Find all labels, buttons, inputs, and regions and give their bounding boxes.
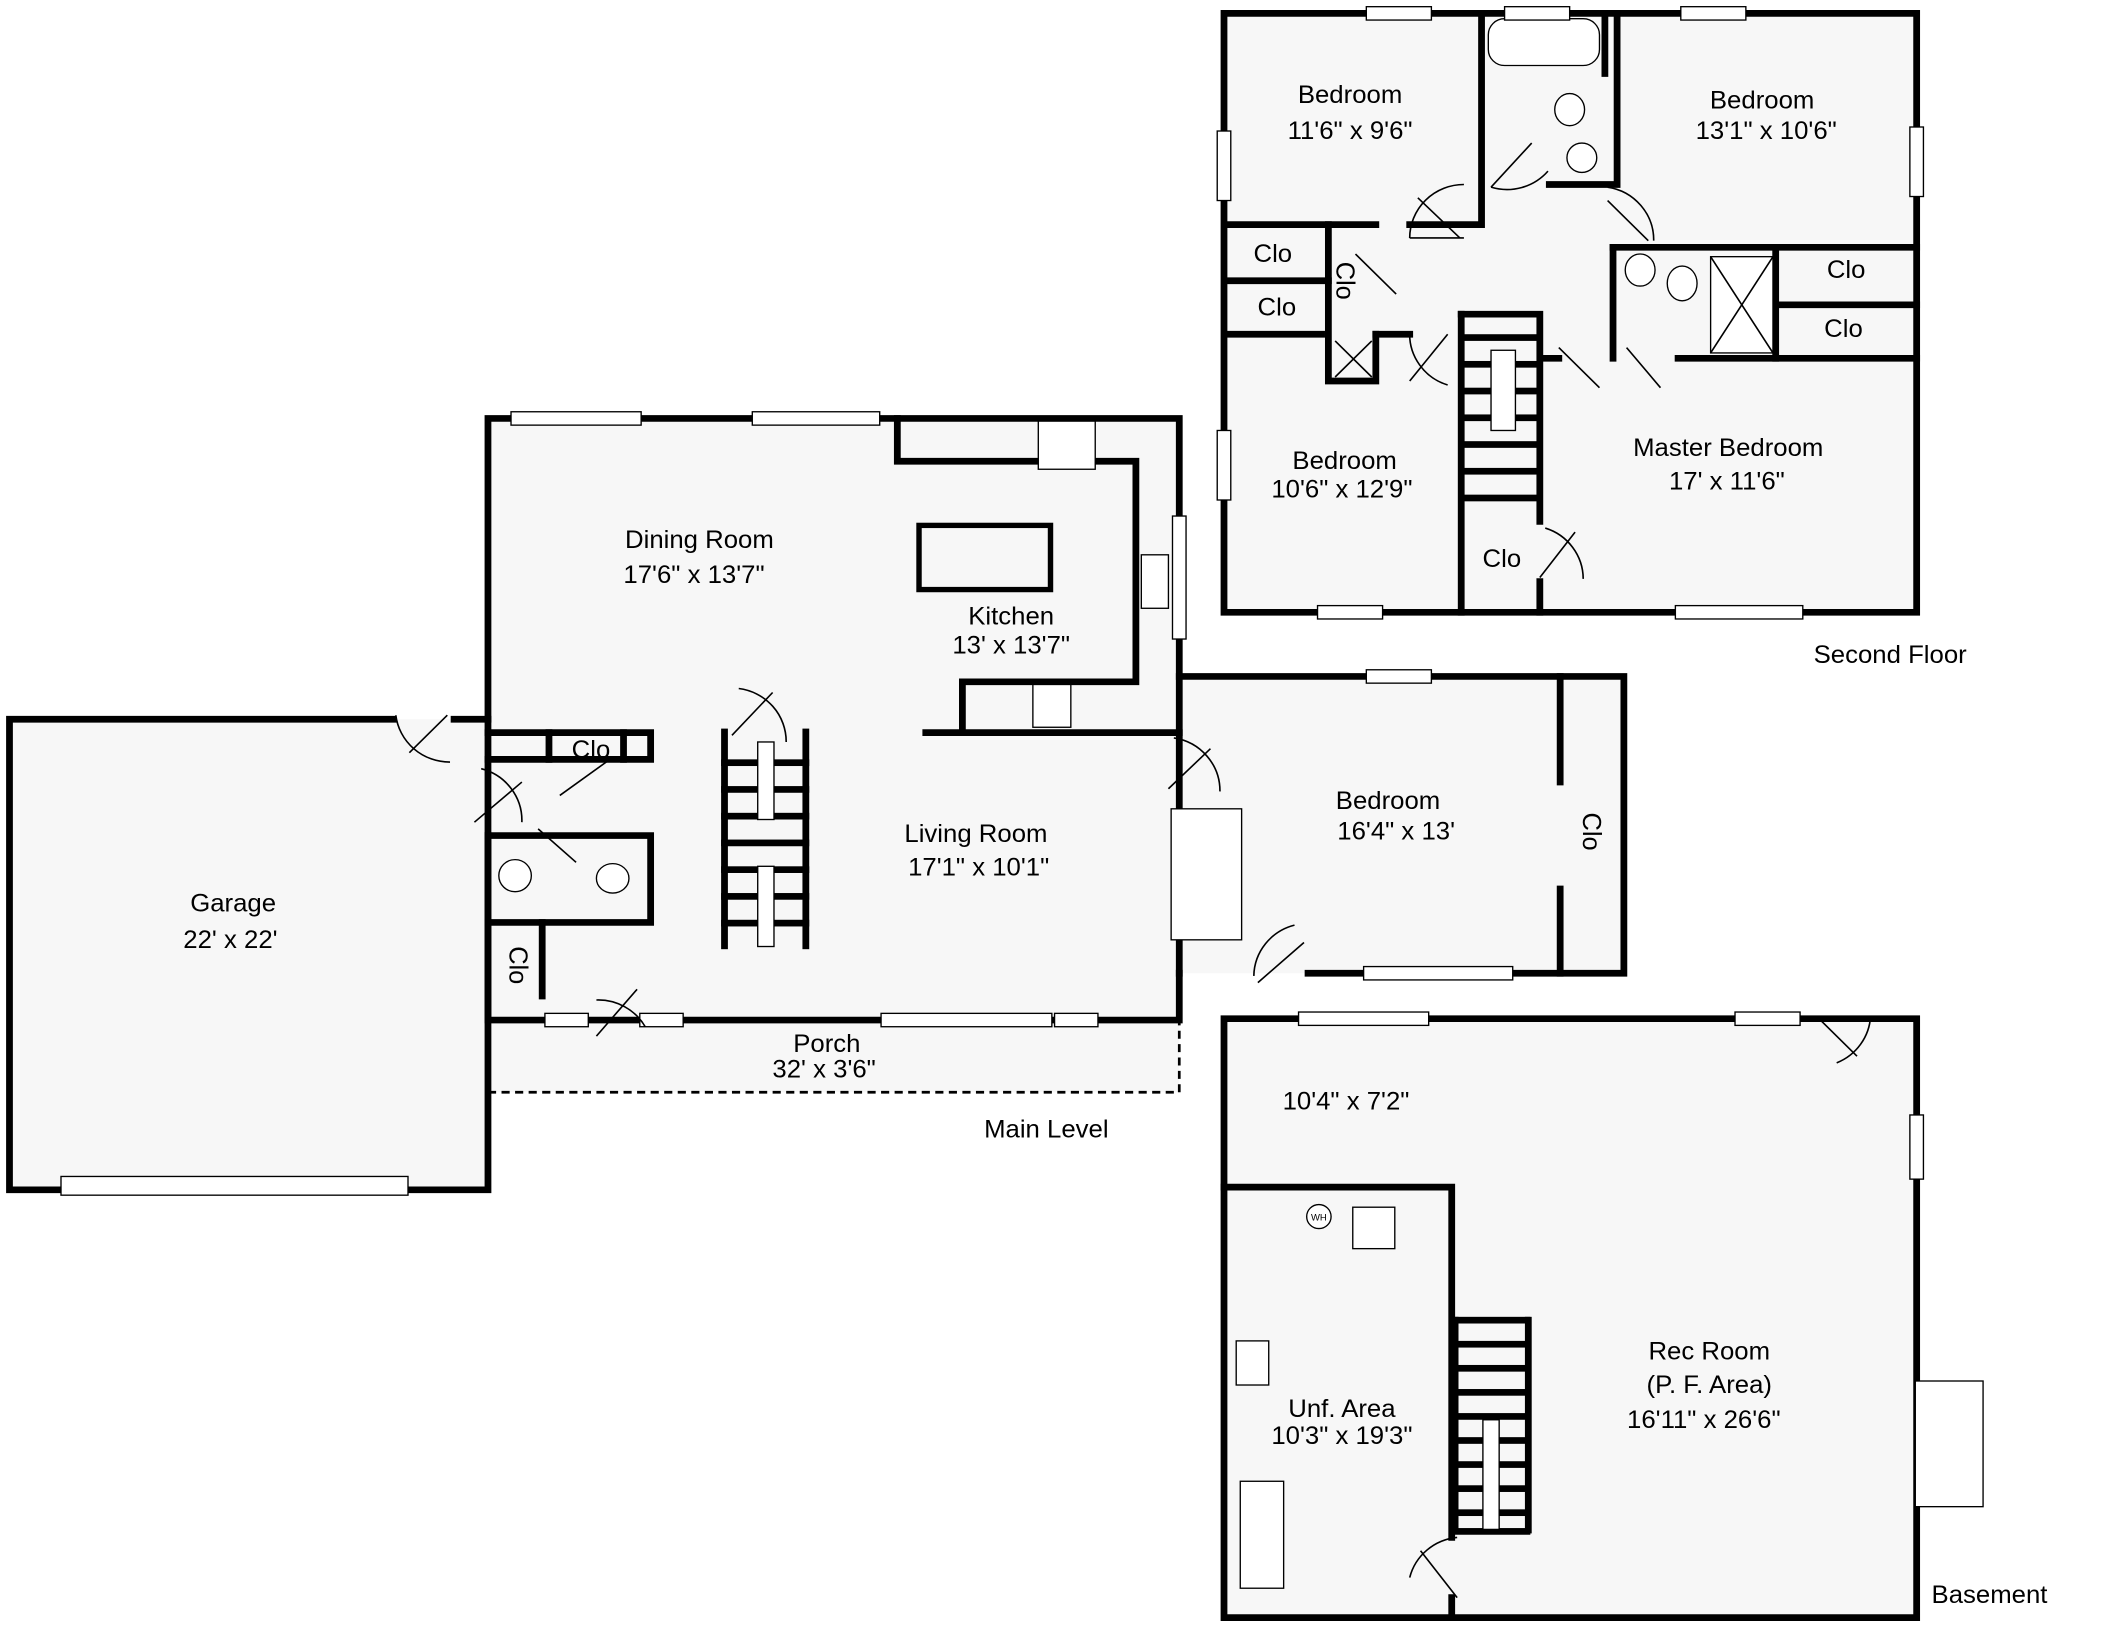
water-heater-icon — [1306, 1203, 1332, 1230]
main-level: Dining Room 17'6" x 13'7" Kitchen 13' x … — [6, 411, 1628, 1196]
room-name: Master Bedroom — [1633, 434, 1823, 462]
bathtub — [1487, 18, 1601, 67]
room-size: 11'6" x 9'6" — [1288, 117, 1413, 145]
closet-label: Clo — [572, 736, 611, 764]
room-size: 16'11" x 26'6" — [1627, 1406, 1781, 1434]
washer-dryer — [1239, 1480, 1285, 1589]
room-name: Dining Room — [625, 526, 774, 554]
floor-label: Main Level — [984, 1116, 1108, 1144]
room-size: 17'1" x 10'1" — [908, 854, 1049, 882]
fireplace — [1914, 1380, 1984, 1508]
room-size: 17'6" x 13'7" — [623, 561, 764, 589]
main-stairs — [721, 728, 810, 950]
floor-label: Second Floor — [1814, 641, 1968, 669]
sink-icon — [1566, 142, 1598, 174]
room-size: 13'1" x 10'6" — [1696, 117, 1837, 145]
utility-sink — [1235, 1340, 1270, 1386]
closet-label: Clo — [1827, 256, 1866, 284]
second-floor-stairs — [1461, 334, 1540, 502]
toilet-icon — [595, 862, 630, 894]
toilet-icon — [1554, 92, 1586, 127]
room-name: Bedroom — [1336, 787, 1440, 815]
sink-icon — [1624, 253, 1656, 287]
room-name: Living Room — [904, 820, 1047, 848]
refrigerator — [1037, 420, 1096, 470]
room-name: Bedroom — [1298, 81, 1402, 109]
stove-icon — [1032, 683, 1072, 728]
closet-label: Clo — [1253, 240, 1292, 268]
basement: WH 10'4" x 7'2" Unf. Area 10'3" x 19'3" … — [1220, 1011, 2048, 1621]
room-size: 22' x 22' — [183, 926, 277, 954]
kitchen-sink — [1140, 554, 1170, 609]
room-name: Unf. Area — [1288, 1395, 1396, 1423]
room-name: Bedroom — [1710, 86, 1814, 114]
room-name: Rec Room — [1648, 1338, 1770, 1366]
kitchen-island — [916, 522, 1054, 593]
room-size: 13' x 13'7" — [952, 632, 1070, 660]
furnace — [1352, 1206, 1396, 1250]
closet-label: Clo — [504, 946, 532, 984]
room-size: 16'4" x 13' — [1337, 818, 1455, 846]
room-name: Garage — [190, 890, 276, 918]
water-heater-label: WH — [1311, 1212, 1327, 1223]
room-name: Kitchen — [968, 602, 1054, 630]
closet-label: Clo — [1258, 294, 1297, 322]
room-size: 32' x 3'6" — [772, 1056, 875, 1084]
porch-outline — [487, 1020, 1181, 1094]
toilet-icon — [1666, 265, 1698, 302]
room-size: 10'6" x 12'9" — [1271, 475, 1412, 503]
room-size: 17' x 11'6" — [1669, 467, 1785, 495]
second-floor: Bedroom 11'6" x 9'6" Bedroom 13'1" x 10'… — [1216, 6, 1968, 669]
room-size: 10'3" x 19'3" — [1271, 1422, 1412, 1450]
fireplace — [1170, 808, 1243, 941]
room-size: 10'4" x 7'2" — [1283, 1088, 1410, 1116]
closet-label: Clo — [1483, 545, 1522, 573]
closet-label: Clo — [1577, 812, 1605, 850]
floor-label: Basement — [1932, 1581, 2048, 1609]
room-name: Porch — [793, 1030, 860, 1058]
closet-label: Clo — [1330, 262, 1358, 300]
room-name: Bedroom — [1292, 447, 1396, 475]
basement-stairs — [1451, 1316, 1532, 1535]
closet-label: Clo — [1824, 315, 1863, 343]
room-name-note: (P. F. Area) — [1647, 1371, 1772, 1399]
sink-icon — [498, 858, 533, 893]
